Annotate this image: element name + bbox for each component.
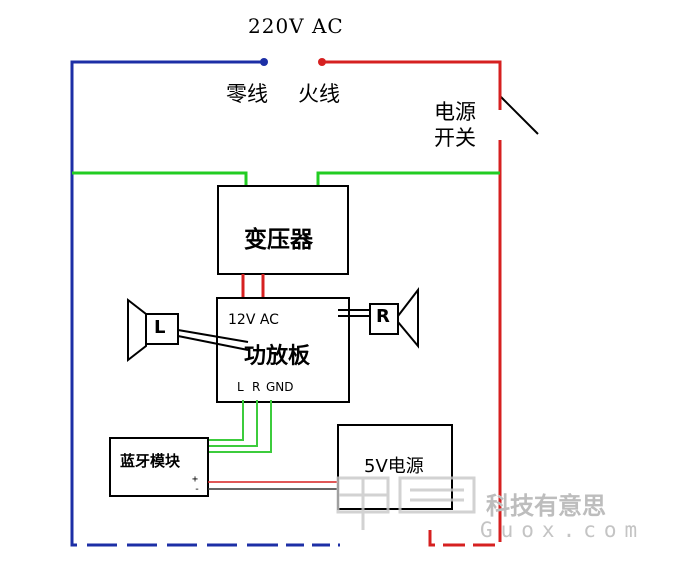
- watermark-logo-icon: [336, 476, 476, 530]
- watermark-url: Guox.com: [480, 518, 646, 542]
- transformer-primary-wire: [72, 171, 500, 186]
- neutral-label: 零线: [226, 82, 268, 106]
- amplifier-title: 功放板: [244, 344, 311, 369]
- live-wire: [324, 60, 502, 547]
- power-switch-label-line2: 开关: [434, 126, 476, 150]
- amplifier-pin-r: R: [252, 380, 261, 394]
- neutral-terminal: [260, 58, 268, 66]
- live-label: 火线: [298, 82, 340, 106]
- amplifier-input-label: 12V AC: [228, 312, 279, 328]
- amplifier-pin-gnd: GND: [266, 380, 294, 394]
- watermark-text: 科技有意思: [486, 492, 606, 520]
- audio-signal-wires: [208, 400, 272, 453]
- supply-voltage-label: 220V AC: [248, 14, 344, 38]
- neutral-wire: [70, 60, 340, 547]
- secondary-leads: [241, 274, 265, 298]
- left-speaker-icon: [127, 297, 179, 363]
- right-speaker-icon: [369, 287, 419, 349]
- amplifier-box: [216, 297, 350, 403]
- bluetooth-module-box: [109, 437, 209, 497]
- bluetooth-module-minus: -: [194, 484, 201, 495]
- right-speaker-leads: [338, 309, 370, 317]
- bluetooth-module-label: 蓝牙模块: [120, 452, 181, 470]
- bluetooth-module-plus: +: [192, 474, 199, 485]
- psu-5v-label: 5V电源: [364, 456, 424, 477]
- left-speaker-leads: [177, 329, 249, 351]
- transformer-box: [217, 185, 349, 275]
- right-speaker-label: R: [376, 306, 390, 327]
- psu-5v-output-wires: [208, 481, 338, 490]
- transformer-label: 变压器: [244, 227, 313, 253]
- amplifier-pin-l: L: [237, 380, 244, 394]
- power-switch-label-line1: 电源: [434, 100, 476, 124]
- power-switch-lever[interactable]: [499, 95, 539, 135]
- live-terminal: [318, 58, 326, 66]
- left-speaker-label: L: [154, 317, 166, 338]
